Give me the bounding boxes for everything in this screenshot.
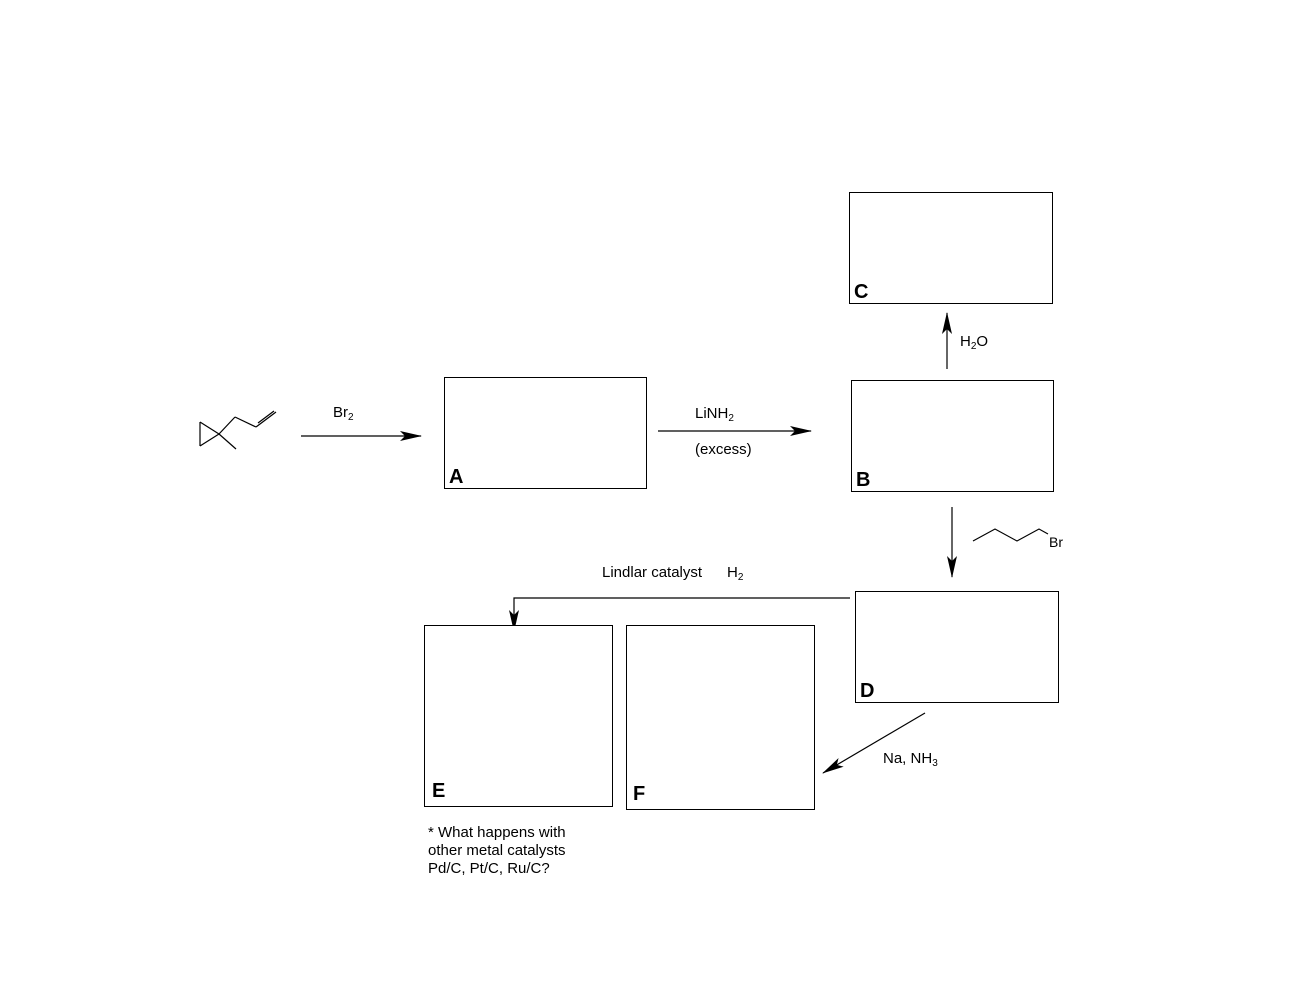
box-c: C bbox=[849, 192, 1053, 304]
arrow-d-to-f bbox=[822, 712, 926, 774]
arrow-d-to-e bbox=[509, 597, 850, 632]
reagent-h2-text: H bbox=[727, 564, 738, 581]
reagent-lindlar: Lindlar catalyst bbox=[602, 564, 702, 582]
reagent-na-nh3-text: Na, NH bbox=[883, 750, 933, 767]
reagent-h2-sub: 2 bbox=[737, 572, 744, 583]
catalyst-note: * What happens with other metal catalyst… bbox=[428, 824, 566, 878]
reagent-na-nh3-sub: 3 bbox=[932, 758, 938, 769]
reagent-na-nh3: Na, NH3 bbox=[883, 750, 938, 769]
reagent-h2o-h: H bbox=[960, 333, 971, 350]
box-f: F bbox=[626, 625, 815, 810]
catalyst-note-line-3: Pd/C, Pt/C, Ru/C? bbox=[428, 860, 550, 877]
bromobutane-structure bbox=[972, 528, 1049, 542]
box-d-label: D bbox=[860, 680, 875, 702]
reagent-linh2-sub: 2 bbox=[728, 413, 734, 424]
box-b-label: B bbox=[856, 469, 871, 491]
catalyst-note-line-2: other metal catalysts bbox=[428, 842, 566, 859]
box-a-label: A bbox=[449, 466, 464, 488]
reagent-linh2-text: LiNH bbox=[695, 405, 729, 422]
box-f-label: F bbox=[633, 783, 646, 805]
box-b: B bbox=[851, 380, 1054, 492]
box-e-label: E bbox=[432, 780, 446, 802]
box-d: D bbox=[855, 591, 1059, 703]
reagent-h2o: H2O bbox=[960, 333, 989, 352]
reagent-lindlar-text: Lindlar catalyst bbox=[602, 564, 703, 581]
box-c-label: C bbox=[854, 281, 869, 303]
reagent-br2-text: Br bbox=[333, 404, 348, 421]
reagent-h2o-o: O bbox=[976, 333, 989, 350]
box-a: A bbox=[444, 377, 647, 489]
reagent-linh2: LiNH2 bbox=[695, 405, 734, 424]
reagent-br2-sub: 2 bbox=[348, 412, 354, 423]
reagent-h2: H2 bbox=[727, 564, 744, 583]
catalyst-note-line-1: * What happens with bbox=[428, 824, 566, 841]
reagent-excess-text: (excess) bbox=[695, 441, 752, 458]
bromobutane-br-label: Br bbox=[1049, 534, 1063, 550]
reagent-br2: Br2 bbox=[333, 404, 354, 423]
box-e: E bbox=[424, 625, 613, 807]
reagent-h2o-sub: 2 bbox=[970, 341, 977, 352]
starting-material-structure bbox=[199, 410, 277, 450]
reagent-excess: (excess) bbox=[695, 441, 752, 459]
